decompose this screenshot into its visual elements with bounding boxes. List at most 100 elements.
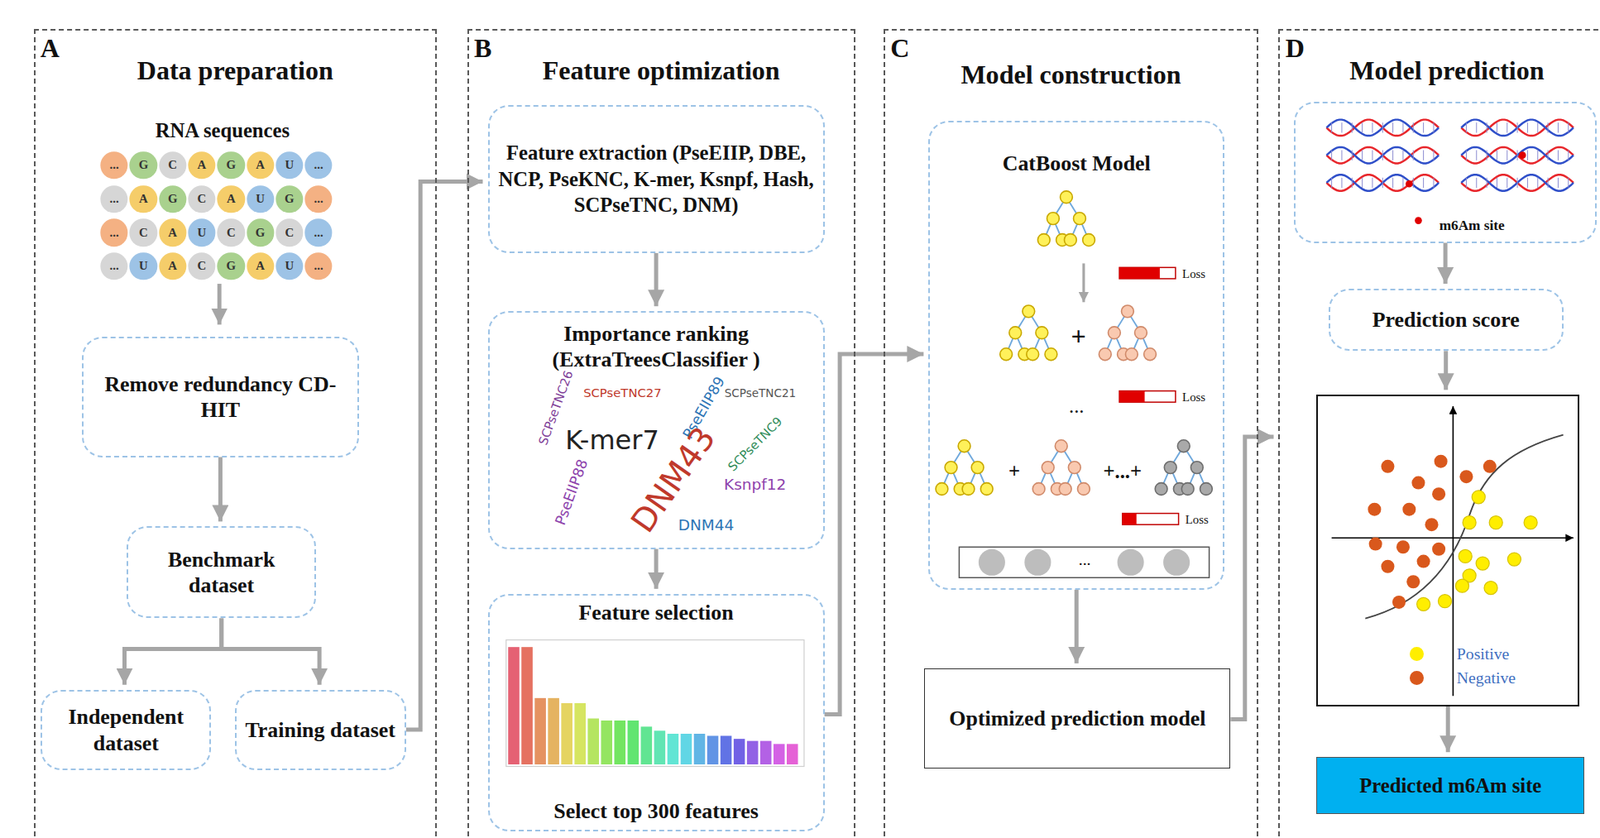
sequence-base: ... [100,185,128,213]
m6am-dot [1405,180,1414,188]
dna-rung [1465,177,1467,188]
importance-bar [654,730,666,765]
tree-node [1164,461,1177,475]
positive-point [1475,556,1490,571]
flow-connector [1074,589,1079,664]
dna-rung [1413,122,1414,133]
dna-strand [1461,174,1574,191]
dna-rung [1341,122,1342,133]
dna-rung [1527,122,1529,133]
sequence-base: U [129,252,158,280]
ensemble-unit [1117,549,1145,576]
positive-point [1458,549,1472,563]
dna-rung [1371,177,1373,188]
sequence-base: C [275,219,303,247]
loss-fill [1122,513,1137,526]
tree-node [1073,212,1087,226]
word-cloud-term: SCPseTNC9 [725,414,786,475]
legend-swatch [1409,646,1424,662]
dna-rung [1567,149,1569,160]
dna-rung [1496,177,1498,188]
dna-rung [1422,177,1424,188]
panel-title: Model construction [885,58,1257,91]
tree-node [1009,326,1022,340]
dna-rung [1432,149,1434,160]
tree-node [944,461,958,475]
tree-node [958,440,971,453]
positive-point [1417,597,1431,611]
dna-strand [1461,119,1574,136]
ensemble-bar [958,546,1209,578]
dna-rung [1527,149,1529,160]
importance-bar [786,743,799,765]
sequence-base: ... [100,151,128,179]
tree-node [1054,440,1068,453]
importance-bar [614,720,627,765]
negative-point [1432,487,1446,501]
word-cloud-term: PseEIIP88 [552,456,591,527]
negative-point [1424,517,1438,532]
decision-boundary [1365,435,1563,619]
tree-node [1181,483,1194,496]
tree-node [1077,483,1090,496]
ensemble-unit [1024,549,1051,576]
word-cloud-term: SCPseTNC21 [724,386,797,399]
process-box: Benchmark dataset [126,526,317,618]
importance-bar [773,743,786,765]
flow-connector [406,182,484,730]
dna-rung [1422,122,1424,133]
tree-node [1037,234,1050,247]
importance-bar [547,698,560,765]
importance-bar [560,703,573,765]
box-text: Predicted m6Am site [1359,773,1542,799]
flow-connector [1231,436,1275,720]
dna-rung [1547,122,1549,133]
sequence-base: A [187,151,216,179]
tree-node [1144,348,1157,361]
flow-connector [1443,243,1448,285]
loss-bar [1119,391,1176,403]
dna-strand [1326,174,1439,191]
dna-rung [1361,149,1363,160]
sequence-base: G [129,151,158,179]
importance-bar [747,741,759,765]
dna-rung [1371,149,1373,160]
loss-bar [1119,267,1176,279]
process-box: Feature selectionSelect top 300 features [488,594,825,832]
positive-point [1462,516,1476,530]
dna-rung [1557,149,1559,160]
dna-rung [1392,149,1394,160]
flow-connector [654,253,659,307]
dna-strand [1326,119,1439,136]
positive-point [1484,581,1498,595]
dna-rung [1506,149,1508,160]
dna-rung [1351,149,1353,160]
tree-node [1082,234,1096,247]
dna-rung [1506,122,1508,133]
loss-label: Loss [1185,512,1209,527]
negative-point [1367,502,1381,517]
word-cloud-term: DNM44 [678,517,735,534]
dna-strand [1461,147,1574,163]
flow-connector [654,549,659,590]
negative-point [1417,555,1431,569]
positive-point [1507,552,1521,566]
dna-rung [1517,177,1519,188]
plus-sign: + [1071,321,1087,351]
dna-rung [1413,177,1414,188]
importance-bar [733,738,746,765]
tree-node [1154,483,1168,496]
tree-node [1068,461,1081,475]
process-box: m6Am site [1293,101,1597,243]
sequence-base: C [129,219,158,247]
tree-node [1046,212,1059,226]
box-text: Benchmark dataset [136,546,307,599]
tree-icon [1000,305,1058,361]
m6am-dot [1414,216,1423,225]
dna-rung [1331,149,1332,160]
tree-node [1190,461,1203,475]
word-cloud-term: K-mer7 [565,426,660,456]
box-text: Optimized prediction model [948,705,1206,732]
sequence-base: U [275,151,303,179]
negative-point [1406,574,1420,589]
